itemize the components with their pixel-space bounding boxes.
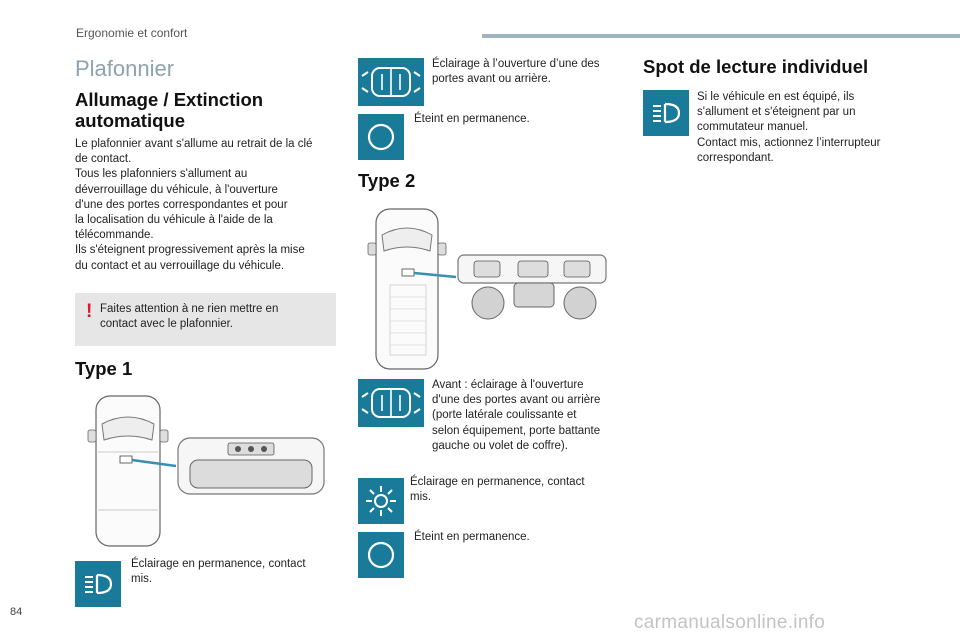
auto-heading-line: Allumage / Extinction <box>75 89 264 110</box>
type1-illustration <box>87 395 325 547</box>
text-line: s'allument et s'éteignent par un <box>697 106 856 119</box>
headlight-icon <box>75 561 121 607</box>
type1-heading: Type 1 <box>75 358 133 379</box>
text-line: déverrouillage du véhicule, à l'ouvertur… <box>75 183 278 196</box>
spot-heading: Spot de lecture individuel <box>643 56 869 77</box>
type2-illustration <box>367 208 607 370</box>
off-circle-icon <box>358 532 404 578</box>
type1-permanent-text: Éclairage en permanence, contact mis. <box>131 557 331 587</box>
door-light-text: Éclairage à l’ouverture d’une des portes… <box>432 57 622 87</box>
text-line: mis. <box>410 491 432 504</box>
ceiling-lamp-icon <box>177 437 325 495</box>
text-line: du contact et au verrouillage du véhicul… <box>75 259 285 272</box>
warning-icon: ! <box>86 301 93 322</box>
text-line: contact avec le plafonnier. <box>100 318 233 331</box>
text-line: Ils s'éteignent progressivement après la… <box>75 244 305 257</box>
text-line: Éclairage à l’ouverture d’une des <box>432 58 600 70</box>
van-top-view-icon <box>87 395 169 547</box>
front-light-text: Avant : éclairage à l'ouverture d'une de… <box>432 378 622 454</box>
text-line: Éclairage en permanence, contact <box>410 476 585 488</box>
text-line: portes avant ou arrière. <box>432 73 551 86</box>
van-top-view-icon <box>367 208 447 370</box>
sun-icon <box>358 478 404 524</box>
section-header: Ergonomie et confort <box>76 26 188 40</box>
text-line: la localisation du véhicule à l'aide de … <box>75 214 273 227</box>
door-light-icon <box>358 379 424 427</box>
warning-text: Faites attention à ne rien mettre en con… <box>100 302 326 332</box>
warning-box <box>75 293 336 346</box>
text-line: télécommande. <box>75 229 154 242</box>
auto-heading-line: automatique <box>75 110 185 131</box>
text-line: selon équipement, porte battante <box>432 424 601 437</box>
text-line: gauche ou volet de coffre). <box>432 439 568 452</box>
text-line: commutateur manuel. <box>697 121 809 134</box>
door-light-icon <box>358 58 424 106</box>
text-line: Faites attention à ne rien mettre en <box>100 303 279 315</box>
text-line: Contact mis, actionnez l’interrupteur <box>697 136 881 149</box>
off-text: Éteint en permanence. <box>414 531 530 543</box>
page-number: 84 <box>10 606 23 618</box>
type2-permanent-text: Éclairage en permanence, contact mis. <box>410 475 610 505</box>
page-title: Plafonnier <box>75 56 175 81</box>
text-line: d'une des portes correspondantes et pour <box>75 198 288 211</box>
spot-text: Si le véhicule en est équipé, ils s'allu… <box>697 90 912 166</box>
text-line: (porte latérale coulissante et <box>432 409 577 422</box>
auto-heading: Allumage / Extinction automatique <box>75 89 335 131</box>
ceiling-lamp-icon <box>457 254 607 320</box>
text-line: Tous les plafonniers s'allument au <box>75 168 248 181</box>
text-line: correspondant. <box>697 151 774 164</box>
auto-paragraph: Le plafonnier avant s'allume au retrait … <box>75 137 340 274</box>
text-line: Si le véhicule en est équipé, ils <box>697 91 855 103</box>
off-text: Éteint en permanence. <box>414 113 530 125</box>
text-line: de contact. <box>75 153 132 166</box>
text-line: d'une des portes avant ou arrière <box>432 394 601 407</box>
text-line: Éclairage en permanence, contact <box>131 558 306 570</box>
off-circle-icon <box>358 114 404 160</box>
watermark: carmanualsonline.info <box>634 612 826 633</box>
text-line: Avant : éclairage à l'ouverture <box>432 379 584 391</box>
headlight-icon <box>643 90 689 136</box>
text-line: mis. <box>131 573 153 586</box>
text-line: Le plafonnier avant s'allume au retrait … <box>75 138 313 150</box>
type2-heading: Type 2 <box>358 170 416 191</box>
header-rule <box>482 34 960 38</box>
